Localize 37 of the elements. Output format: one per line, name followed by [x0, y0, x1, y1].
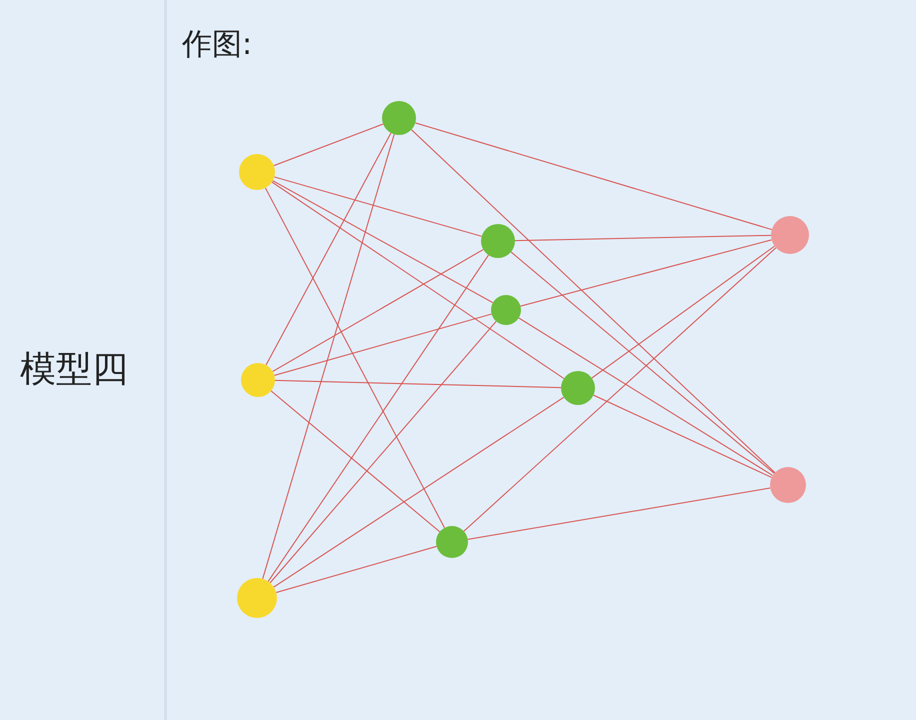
connector-line [264, 187, 446, 528]
connector-line [276, 546, 438, 593]
connector-line [520, 239, 772, 307]
connector-line [268, 254, 489, 582]
connector-line [274, 314, 492, 376]
connector-line [262, 134, 395, 580]
row-label: 模型四 [20, 348, 128, 392]
dot [491, 295, 521, 325]
connector-line [272, 180, 494, 304]
connector-line [273, 396, 564, 588]
dot [241, 363, 275, 397]
connector-line [272, 249, 484, 372]
connector-line [270, 320, 497, 584]
connector-line [592, 394, 772, 478]
connector-line [591, 246, 776, 379]
connector-line [266, 132, 392, 366]
dot [481, 224, 515, 258]
connector-line [274, 380, 562, 388]
dot [770, 467, 806, 503]
dot [561, 371, 595, 405]
connector-line [271, 182, 564, 379]
connector-line [274, 176, 482, 237]
connector-line [273, 124, 384, 166]
dot [771, 216, 809, 254]
connector-line [463, 247, 776, 532]
dot [239, 154, 275, 190]
connector-line [514, 234, 772, 242]
dot [436, 526, 468, 558]
connector-line [270, 390, 440, 532]
connector-line [510, 251, 775, 474]
dot [382, 101, 416, 135]
section-label: 作图: [182, 26, 252, 64]
connector-line [467, 488, 771, 540]
connector-line [410, 129, 776, 474]
dot [237, 578, 277, 618]
connector-line [414, 122, 772, 230]
connector-line [518, 317, 774, 476]
